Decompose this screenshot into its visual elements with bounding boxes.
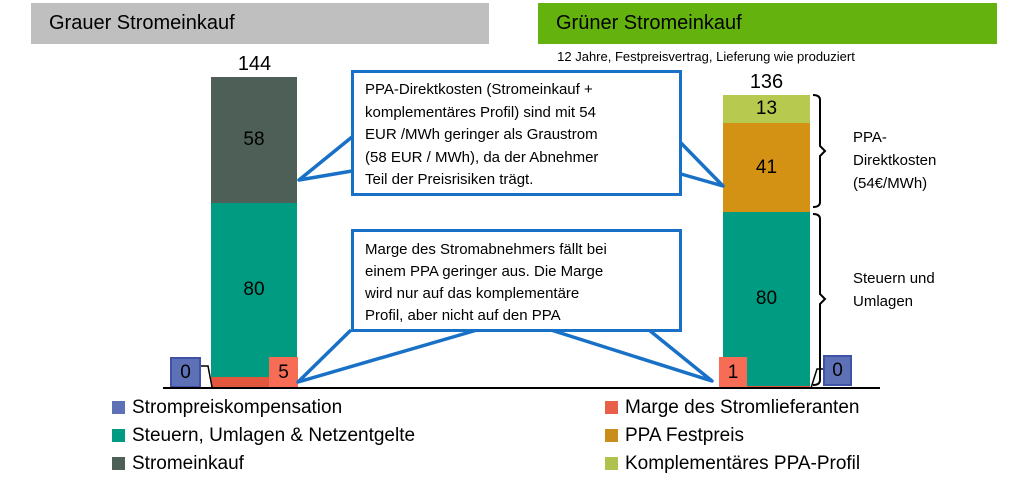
value-box-marge-left: 5 [269, 357, 298, 389]
label-line: Direktkosten [853, 152, 937, 169]
callout-text-line: Marge des Stromabnehmers fällt bei [365, 241, 607, 258]
label-line: Steuern und [853, 270, 935, 287]
callout-text-line: EUR /MWh geringer als Graustrom [365, 126, 598, 143]
callout-text-line: PPA-Direktkosten (Stromeinkauf + [365, 81, 593, 98]
header-gruener-stromeinkauf: Grüner Stromeinkauf [538, 3, 997, 44]
callout1-connector-right [679, 141, 725, 188]
legend-right-column: Marge des Stromlieferanten PPA Festpreis… [605, 396, 860, 480]
callout-marge-stromabnehmer: Marge des Stromabnehmers fällt bei einem… [351, 229, 682, 332]
label-ppa-direktkosten: PPA- Direktkosten (54€/MWh) [853, 126, 973, 195]
bar-right-total: 136 [749, 71, 784, 93]
legend-swatch-dark [112, 457, 125, 470]
value-box-strompreiskompensation-right: 0 [823, 355, 852, 386]
callout-text-line: (58 EUR / MWh), da der Abnehmer [365, 148, 599, 166]
segment-steuern-left: 80 [211, 203, 297, 377]
label-line: PPA- [853, 129, 887, 146]
legend-label: Strompreiskompensation [132, 396, 343, 418]
legend-label: Komplementäres PPA-Profil [625, 452, 861, 474]
legend-item-ppa-festpreis: PPA Festpreis [605, 424, 860, 447]
segment-komplementaeres-profil-value: 13 [755, 98, 778, 119]
legend-left-column: Strompreiskompensation Steuern, Umlagen … [112, 396, 415, 480]
x-axis-line [163, 387, 880, 389]
callout1-connector-left [297, 135, 354, 182]
segment-marge-left [211, 377, 297, 388]
legend-swatch-salmon [605, 401, 618, 414]
legend-item-steuern-umlagen-netzentgelte: Steuern, Umlagen & Netzentgelte [112, 424, 415, 447]
value-box-strompreiskompensation-left: 0 [170, 357, 201, 388]
label-line: (54€/MWh) [853, 175, 928, 192]
bracket-ppa-direktkosten [812, 94, 827, 208]
callout2-connector-left [296, 328, 478, 384]
callout-ppa-direktkosten: PPA-Direktkosten (Stromeinkauf + komplem… [351, 70, 682, 196]
segment-stromeinkauf: 58 [211, 77, 297, 203]
callout-text-line: Teil der Preisrisiken trägt. [365, 171, 534, 188]
callout-text-line: einem PPA geringer aus. Die Marge [365, 263, 604, 280]
subtitle-ppa-terms: 12 Jahre, Festpreisvertrag, Lieferung wi… [557, 49, 855, 64]
legend-swatch-yellowgreen [605, 457, 618, 470]
segment-ppa-festpreis-value: 41 [755, 156, 778, 178]
legend-label: Marge des Stromlieferanten [625, 396, 860, 418]
value-box-marge-right: 1 [719, 357, 747, 389]
bar-left-total: 144 [237, 53, 272, 75]
segment-steuern-right-value: 80 [755, 288, 778, 309]
callout-text-line: wird nur auf das komplementäre [365, 285, 580, 302]
segment-komplementaeres-profil: 13 [723, 95, 810, 123]
segment-steuern-left-value: 80 [243, 279, 265, 300]
label-steuern-und-umlagen: Steuern und Umlagen [853, 267, 973, 313]
legend-item-marge-des-stromlieferanten: Marge des Stromlieferanten [605, 396, 860, 419]
legend-swatch-gold [605, 429, 618, 442]
segment-ppa-festpreis: 41 [723, 123, 810, 212]
callout2-connector-right [550, 328, 714, 383]
legend-item-komplementaeres-ppa-profil: Komplementäres PPA-Profil [605, 452, 860, 475]
legend-label: Steuern, Umlagen & Netzentgelte [132, 424, 416, 446]
legend-swatch-teal [112, 429, 125, 442]
legend-item-strompreiskompensation: Strompreiskompensation [112, 396, 415, 419]
callout-text-line: Profil, aber nicht auf den PPA [365, 307, 561, 324]
legend-swatch-blue [112, 401, 125, 414]
legend-label: Stromeinkauf [132, 452, 244, 474]
callout-text-line: komplementäres Profil) sind mit 54 [365, 103, 596, 121]
legend-label: PPA Festpreis [625, 424, 744, 446]
segment-stromeinkauf-value: 58 [243, 129, 265, 150]
leader-line-right-zero [810, 368, 823, 389]
label-line: Umlagen [853, 293, 914, 310]
legend-item-stromeinkauf: Stromeinkauf [112, 452, 415, 475]
header-grauer-stromeinkauf: Grauer Stromeinkauf [31, 3, 489, 44]
